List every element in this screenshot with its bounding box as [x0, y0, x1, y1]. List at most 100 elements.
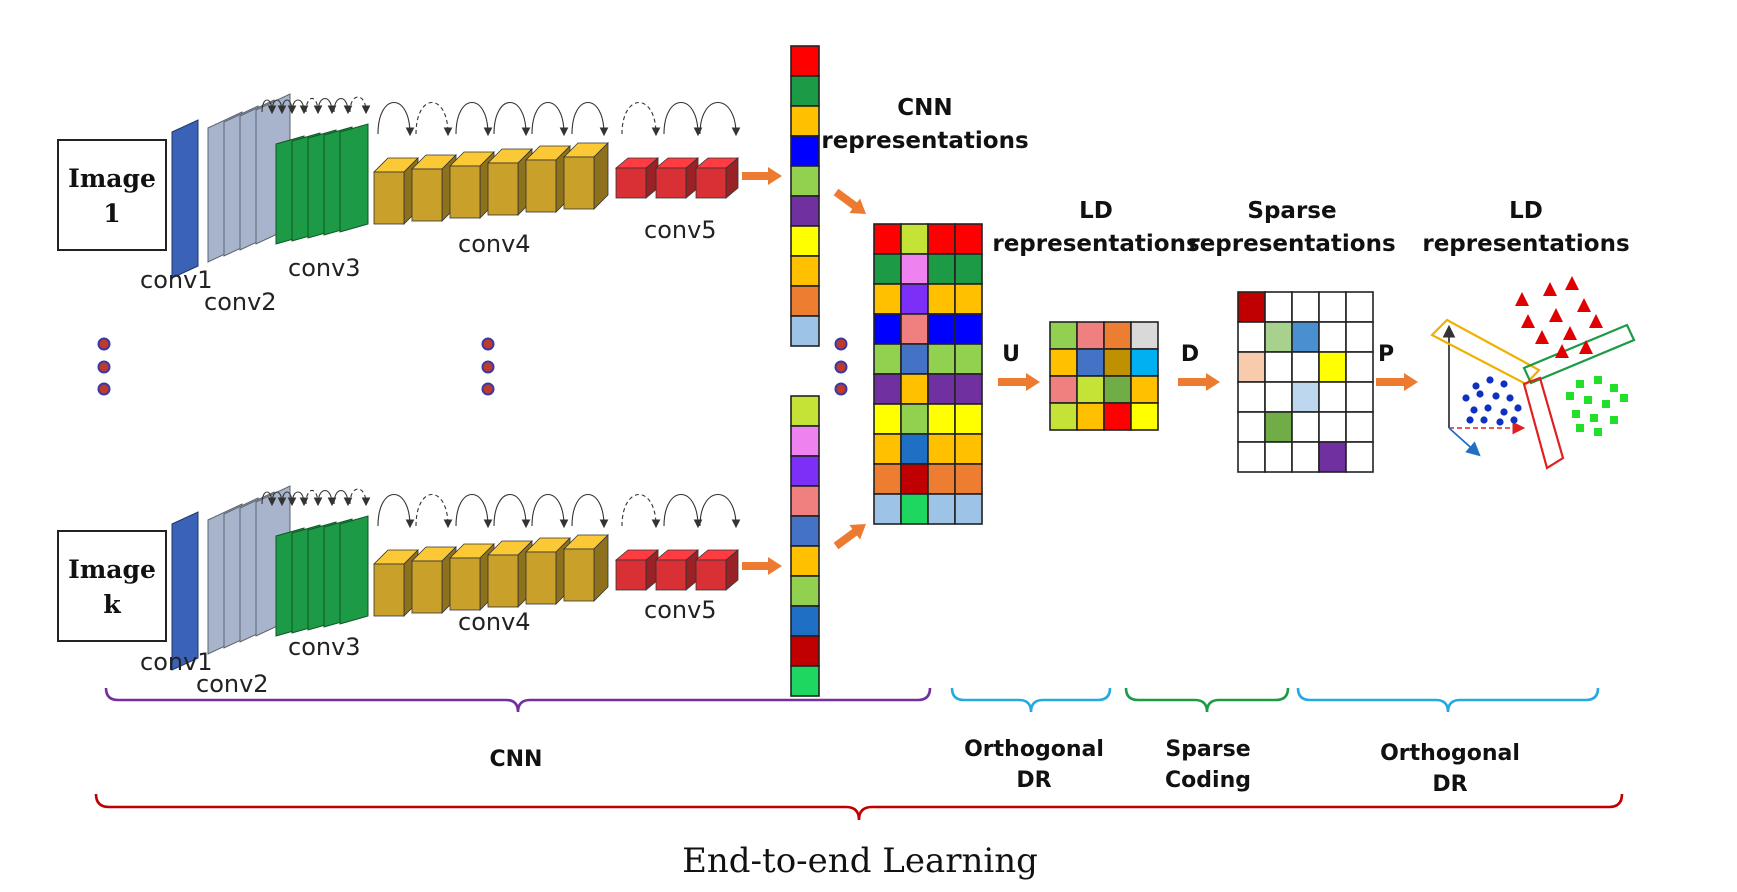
ld-matrix-cell	[1103, 321, 1132, 350]
cluster-marker	[1521, 314, 1535, 328]
vector-cell	[790, 285, 820, 317]
cluster-marker	[1496, 418, 1504, 426]
conv5-label-top: conv5	[644, 216, 717, 244]
cluster-marker	[1594, 428, 1602, 436]
ld-matrix-cell	[1130, 402, 1159, 431]
ld-matrix-cell	[1076, 402, 1105, 431]
cnn-matrix-cell	[873, 283, 902, 315]
bracket-orthogonal-dr-2	[1296, 687, 1600, 713]
cluster-marker	[1480, 416, 1488, 424]
cnn-matrix-cell	[873, 223, 902, 255]
cnn-matrix-cell	[900, 223, 929, 255]
ld-projection-scatter	[1430, 276, 1636, 470]
skip-connection-arc	[455, 494, 493, 529]
image-1-box: Image 1	[57, 139, 167, 251]
cnn-matrix-cell	[900, 433, 929, 465]
cluster-marker	[1577, 298, 1591, 312]
cnn-matrix-cell	[927, 493, 956, 525]
cnn-matrix-cell	[927, 283, 956, 315]
ld-repr-2-subtitle: representations	[1422, 231, 1629, 257]
cluster-marker	[1566, 392, 1574, 400]
conv4-label-bottom: conv4	[458, 608, 531, 636]
cnn-matrix-cell	[873, 403, 902, 435]
arrow-p	[1376, 373, 1418, 391]
cluster-marker	[1590, 414, 1598, 422]
op-d-label: D	[1181, 342, 1199, 367]
cnn-matrix-cell	[900, 493, 929, 525]
cnn-matrix-cell	[873, 313, 902, 345]
cnn-matrix-cell	[927, 313, 956, 345]
cnn-matrix-cell	[900, 283, 929, 315]
bracket-label-cnn: CNN	[490, 747, 543, 772]
conv5-label-bottom: conv5	[644, 596, 717, 624]
bracket-orthogonal-dr-1	[950, 687, 1112, 713]
cluster-marker	[1584, 396, 1592, 404]
sparse-matrix-cell	[1291, 411, 1320, 443]
vector-cell	[790, 455, 820, 487]
conv4-block	[411, 154, 457, 222]
bracket-label-orth2-line2: DR	[1432, 772, 1467, 797]
skip-connection-arc	[621, 494, 661, 529]
cnn-matrix-cell	[900, 313, 929, 345]
sparse-matrix-cell	[1345, 381, 1374, 413]
cnn-matrix-cell	[954, 373, 983, 405]
flow-arrows	[742, 167, 1418, 575]
image-k-label: Image	[68, 555, 156, 584]
cnn-matrix-cell	[873, 253, 902, 285]
ld-repr-title: LD	[1079, 198, 1113, 224]
skip-connection-arc	[317, 489, 337, 507]
cnn-matrix-cell	[873, 463, 902, 495]
skip-connection-arc	[663, 102, 703, 137]
conv4-block	[373, 157, 419, 225]
cluster-marker	[1610, 384, 1618, 392]
axis-z-arrow	[1448, 427, 1481, 457]
cluster-marker	[1620, 394, 1628, 402]
vector-cell	[790, 105, 820, 137]
cnn-matrix-cell	[873, 373, 902, 405]
skip-connection-arc	[531, 102, 569, 137]
cluster-marker	[1576, 424, 1584, 432]
cluster-marker	[1514, 404, 1522, 412]
bracket-end-to-end	[94, 793, 1624, 821]
cluster-green-squares	[1566, 376, 1628, 436]
cnn-matrix-cell	[927, 223, 956, 255]
arrow-u	[998, 373, 1040, 391]
conv1-label-top: conv1	[140, 266, 213, 294]
ld-matrix-cell	[1049, 321, 1078, 350]
conv3-label-bottom: conv3	[288, 633, 361, 661]
skip-connection-arc	[333, 489, 353, 507]
cluster-marker	[1594, 376, 1602, 384]
conv4-block	[487, 148, 533, 216]
sparse-matrix-cell	[1264, 321, 1293, 353]
skip-connection-arc	[317, 97, 337, 115]
sparse-matrix-cell	[1237, 381, 1266, 413]
vector-cell	[790, 545, 820, 577]
sparse-matrix-cell	[1318, 321, 1347, 353]
cluster-marker	[1506, 394, 1514, 402]
bracket-label-sparse-line2: Coding	[1165, 768, 1251, 793]
cnn-matrix-cell	[954, 463, 983, 495]
cluster-marker	[1500, 408, 1508, 416]
conv4-block	[373, 549, 419, 617]
cnn-matrix-cell	[900, 253, 929, 285]
cnn-matrix-cell	[927, 463, 956, 495]
ld-repr-subtitle: representations	[992, 231, 1199, 257]
sparse-matrix-cell	[1318, 291, 1347, 323]
ld-matrix-cell	[1076, 375, 1105, 404]
cluster-marker	[1572, 410, 1580, 418]
bracket-sparse-coding	[1124, 687, 1290, 713]
ld-matrix-cell	[1049, 402, 1078, 431]
vector-cell	[790, 485, 820, 517]
cnn-matrix-cell	[927, 343, 956, 375]
cluster-marker	[1486, 376, 1494, 384]
vector-cell	[790, 165, 820, 197]
ld-matrix-cell	[1076, 348, 1105, 377]
conv3-layer	[339, 515, 369, 625]
conv5-block	[614, 549, 660, 591]
vector-cell	[790, 665, 820, 697]
sparse-matrix-cell	[1237, 321, 1266, 353]
vector-cell	[790, 225, 820, 257]
cluster-marker	[1510, 416, 1518, 424]
arrow-vector-to-matrix-bottom	[833, 523, 867, 550]
cluster-marker	[1610, 416, 1618, 424]
